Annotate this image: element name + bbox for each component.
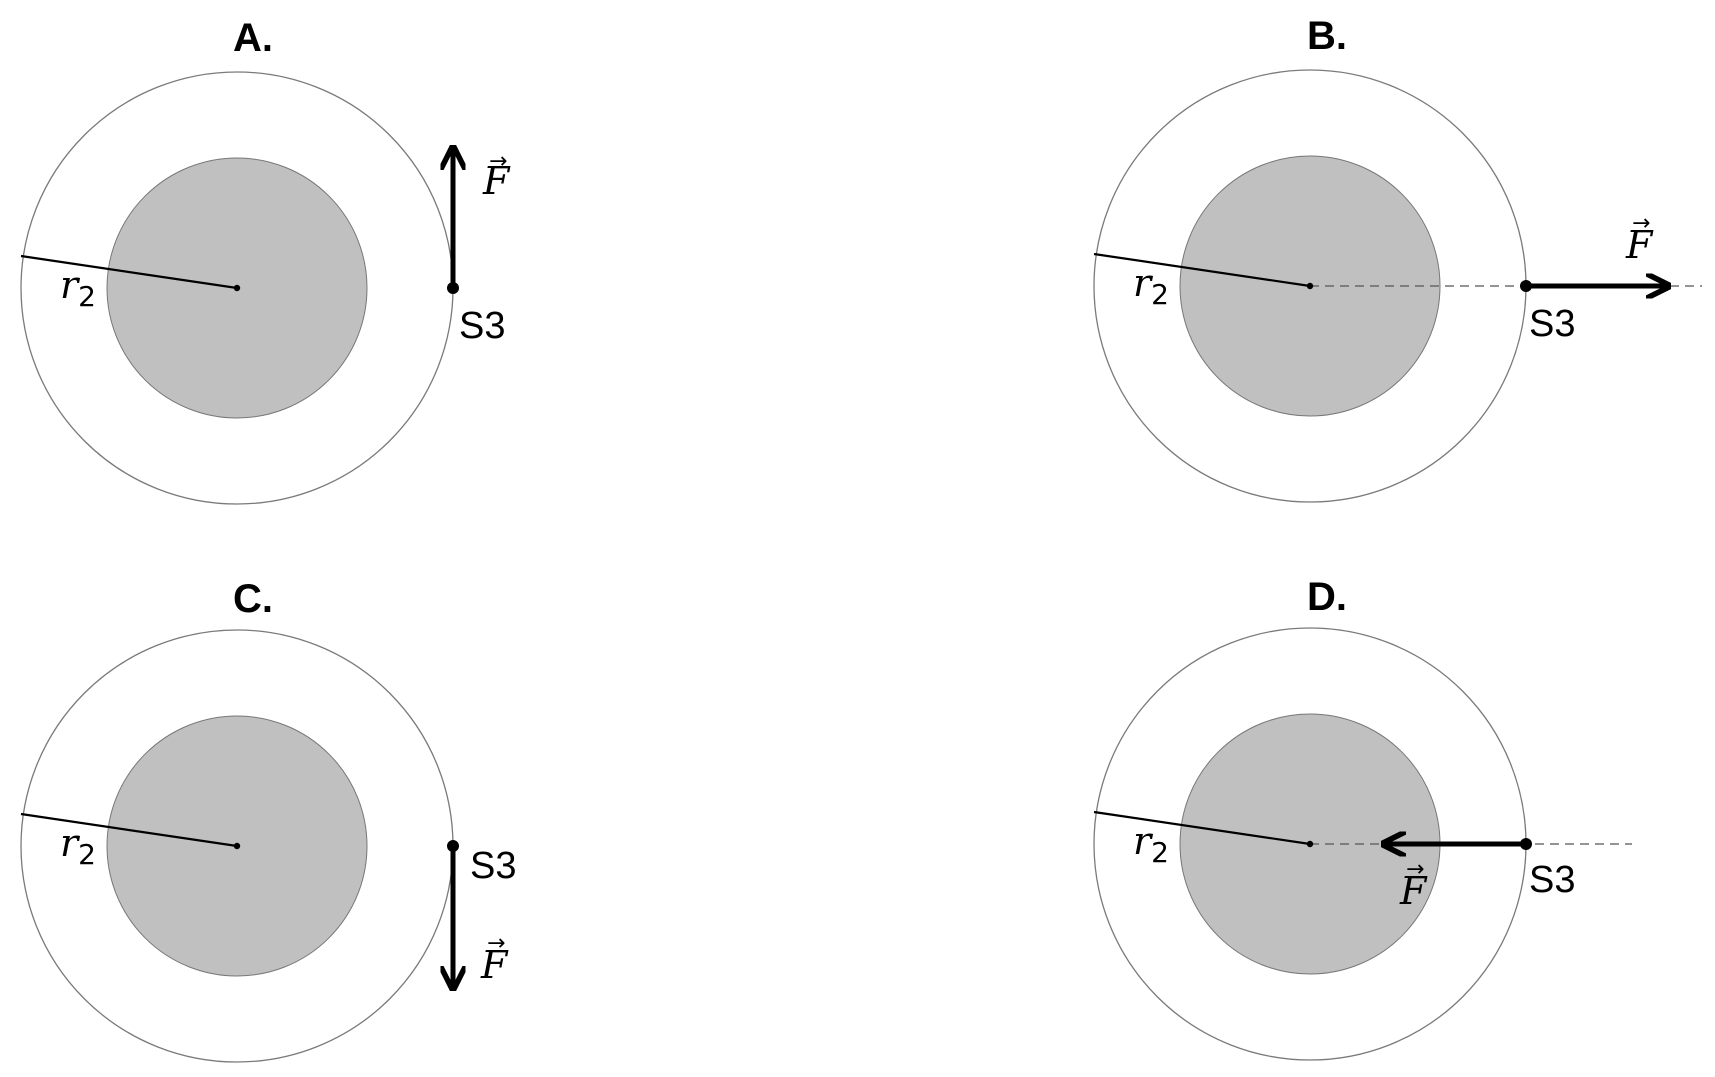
center-point bbox=[1306, 840, 1314, 848]
force-label: F → bbox=[1625, 211, 1654, 267]
force-label: F → bbox=[482, 149, 511, 203]
point-label-s3: S3 bbox=[459, 305, 505, 347]
vector-arrow-icon: → bbox=[1632, 211, 1650, 236]
radius-line bbox=[20, 812, 238, 848]
point-label-s3: S3 bbox=[470, 845, 516, 887]
radius-line bbox=[1093, 810, 1311, 846]
panel-b: B. r2 S3 F → bbox=[1093, 14, 1702, 503]
point-label-s3: S3 bbox=[1529, 859, 1575, 901]
center-point bbox=[233, 284, 241, 292]
radius-label: r2 bbox=[1133, 819, 1169, 869]
force-label: F → bbox=[480, 931, 509, 987]
center-point bbox=[1306, 282, 1314, 290]
point-label-s3: S3 bbox=[1529, 303, 1575, 345]
point-s3 bbox=[447, 282, 459, 294]
vector-arrow-icon: → bbox=[489, 149, 507, 174]
vector-arrow-icon: → bbox=[1406, 857, 1424, 882]
center-point bbox=[233, 842, 241, 850]
force-label: F → bbox=[1399, 857, 1428, 913]
vector-arrow-icon: → bbox=[487, 931, 505, 956]
point-s3 bbox=[447, 840, 459, 852]
radius-line bbox=[1093, 252, 1311, 288]
panel-title-d: D. bbox=[1307, 575, 1347, 619]
panel-d: D. r2 S3 F → bbox=[1093, 575, 1632, 1061]
svg-text:F: F bbox=[480, 943, 509, 987]
svg-text:F: F bbox=[1399, 869, 1428, 913]
panel-title-a: A. bbox=[233, 16, 273, 60]
svg-text:F: F bbox=[1625, 223, 1654, 267]
panel-c: C. r2 S3 F → bbox=[20, 577, 516, 1063]
radius-label: r2 bbox=[60, 821, 96, 871]
point-s3 bbox=[1520, 838, 1532, 850]
panel-title-c: C. bbox=[233, 577, 273, 621]
svg-text:F: F bbox=[482, 159, 511, 203]
panel-title-b: B. bbox=[1307, 14, 1347, 58]
panel-a: A. r2 S3 F → bbox=[20, 16, 511, 505]
radius-label: r2 bbox=[60, 263, 96, 313]
radius-label: r2 bbox=[1133, 261, 1169, 311]
radius-line bbox=[20, 254, 238, 290]
point-s3 bbox=[1520, 280, 1532, 292]
